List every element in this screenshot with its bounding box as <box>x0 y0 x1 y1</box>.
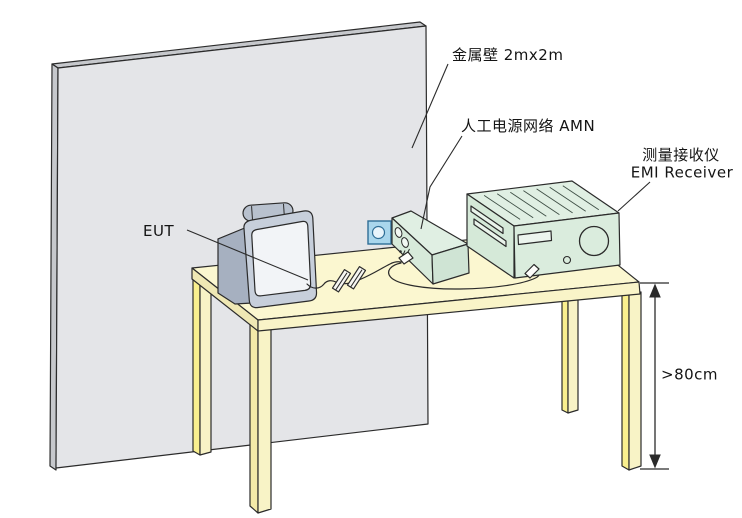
receiver-side-slot-2 <box>473 218 507 248</box>
leader-lines <box>186 63 651 281</box>
mains-plug-connector <box>331 266 367 293</box>
connector-bar-2-edge <box>350 269 363 288</box>
monitor-screen <box>251 220 312 297</box>
amn-leader <box>420 135 463 230</box>
handle-cap-left <box>251 206 254 221</box>
receiver-label-en: EMI Receiver <box>631 164 734 182</box>
outlet-socket <box>371 225 386 240</box>
eut-monitor <box>217 202 318 309</box>
amn-plug-prong-1 <box>402 250 406 256</box>
receiver-tuning-knob <box>578 225 610 257</box>
receiver-side-slot-1 <box>470 205 504 235</box>
amn-plug <box>398 251 414 265</box>
receiver-display <box>517 230 553 246</box>
tabletop-front-band <box>257 281 641 332</box>
table-leg-front-right-front <box>628 291 642 471</box>
metal-wall-label: 金属壁 2mx2m <box>452 46 563 64</box>
amn-box <box>391 210 470 285</box>
table-leg-rear-right <box>561 298 569 414</box>
dimension-arrowhead-down <box>649 454 661 469</box>
receiver-top-vents <box>483 185 600 220</box>
receiver-input-plug <box>524 263 540 279</box>
table-leg-rear-left-front <box>199 270 212 456</box>
amn-connector-2 <box>401 237 409 248</box>
amn-connector-1 <box>394 227 403 238</box>
amn-indicator-dot <box>399 250 402 253</box>
metal-wall-leader <box>411 63 449 149</box>
table-leg-rear-right-front <box>567 298 579 414</box>
dimension-arrowhead-up <box>649 283 661 298</box>
receiver-leader <box>617 181 651 212</box>
height-dimension: >80cm <box>640 282 718 470</box>
amn-end-face <box>431 243 470 285</box>
connector-bar-1-edge <box>335 272 348 291</box>
receiver-label-cn: 测量接收仪 <box>642 146 720 164</box>
power-outlet <box>367 220 392 245</box>
table-leg-front-left <box>249 323 259 514</box>
table-leg-front-left-front <box>257 326 272 514</box>
table-leg-front-right <box>621 291 630 471</box>
eut-label: EUT <box>143 222 174 240</box>
eut-leader <box>186 229 309 281</box>
table-height-label: >80cm <box>661 366 718 384</box>
emi-receiver <box>466 180 621 279</box>
table-legs <box>192 269 642 514</box>
receiver-small-button <box>562 255 572 265</box>
amn-label: 人工电源网络 AMN <box>461 117 595 135</box>
table-leg-rear-left <box>192 269 201 456</box>
